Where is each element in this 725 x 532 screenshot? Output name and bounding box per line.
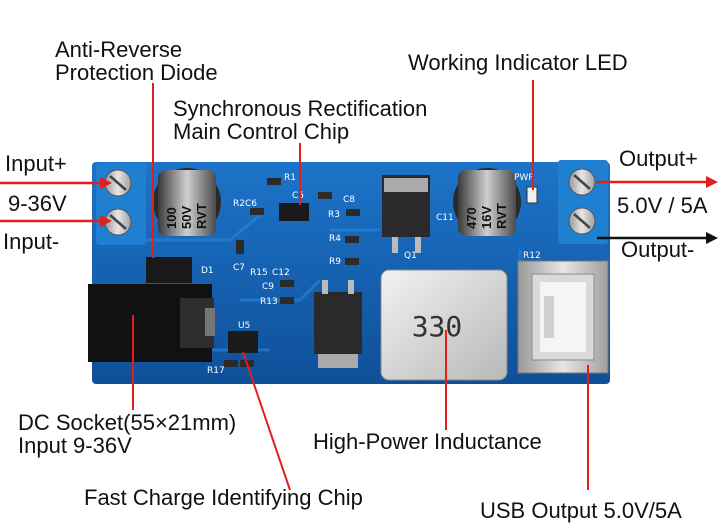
input-arrows	[0, 177, 112, 227]
label-output-plus: Output+	[619, 146, 698, 171]
cap-right-line1: 470	[464, 207, 479, 229]
silk-r13: R13	[260, 297, 278, 307]
diode-d1	[146, 257, 192, 283]
silk-r4: R4	[329, 234, 341, 244]
silk-c5: C5	[292, 191, 304, 201]
silk-r17: R17	[207, 366, 225, 376]
label-diode: Anti-Reverse Protection Diode	[55, 37, 218, 85]
silk-r15: R15	[250, 268, 268, 278]
label-input-minus: Input-	[3, 229, 60, 254]
label-dc-socket: DC Socket(55×21mm) Input 9-36V	[18, 410, 237, 458]
silk-pwr: PWR	[514, 173, 535, 183]
capacitor-left: 100 50V RVT	[153, 168, 221, 236]
mosfet-upper	[382, 175, 430, 253]
cap-left-line3: RVT	[194, 203, 209, 229]
output-terminal-block	[558, 160, 608, 244]
label-usb-output: USB Output 5.0V/5A	[480, 498, 682, 523]
mosfet-lower	[314, 280, 362, 368]
silk-r12: R12	[523, 251, 541, 261]
silk-r9: R9	[329, 257, 341, 267]
fast-charge-chip	[228, 331, 258, 353]
silk-c11: C11	[436, 213, 454, 223]
capacitor-right: 470 16V RVT	[453, 168, 521, 236]
cap-right-line2: 16V	[479, 206, 494, 229]
pcb-traces	[130, 213, 522, 352]
inductor-marking: 330	[412, 310, 463, 343]
label-high-power-inductance: High-Power Inductance	[313, 429, 542, 454]
silk-c7: C7	[233, 263, 245, 273]
label-input-plus: Input+	[5, 151, 67, 176]
label-output-voltage: 5.0V / 5A	[617, 193, 708, 218]
silk-u5: U5	[238, 321, 250, 331]
label-input-voltage: 9-36V	[8, 191, 67, 216]
label-fast-charge-chip: Fast Charge Identifying Chip	[84, 485, 363, 510]
label-main-control-chip: Synchronous Rectification Main Control C…	[173, 96, 428, 144]
label-working-led: Working Indicator LED	[408, 50, 628, 75]
cap-right-line3: RVT	[494, 203, 509, 229]
usb-port	[517, 260, 609, 374]
silk-c8: C8	[343, 195, 355, 205]
cap-left-line1: 100	[164, 207, 179, 229]
label-output-minus: Output-	[621, 237, 695, 262]
silk-r1: R1	[284, 173, 296, 183]
leader-fast-charge	[242, 351, 291, 491]
silk-q1: Q1	[404, 251, 417, 261]
silk-r3: R3	[328, 210, 340, 220]
cap-left-line2: 50V	[179, 206, 194, 229]
main-control-chip	[279, 203, 309, 221]
silkscreen: R1 C5 C8 R2C6 R3 R4 R9 C7 R15 C12 C9 R13…	[201, 173, 541, 376]
leader-lines	[132, 80, 589, 491]
silk-r2c6: R2C6	[233, 199, 257, 209]
inductor: 330	[380, 269, 508, 381]
silk-c12: C12	[272, 268, 290, 278]
dc-socket	[88, 284, 215, 362]
input-terminal-block	[96, 163, 146, 245]
output-minus-arrow	[597, 232, 718, 244]
silk-c9: C9	[262, 282, 274, 292]
output-arrows	[597, 176, 718, 188]
silk-d1: D1	[201, 266, 214, 276]
